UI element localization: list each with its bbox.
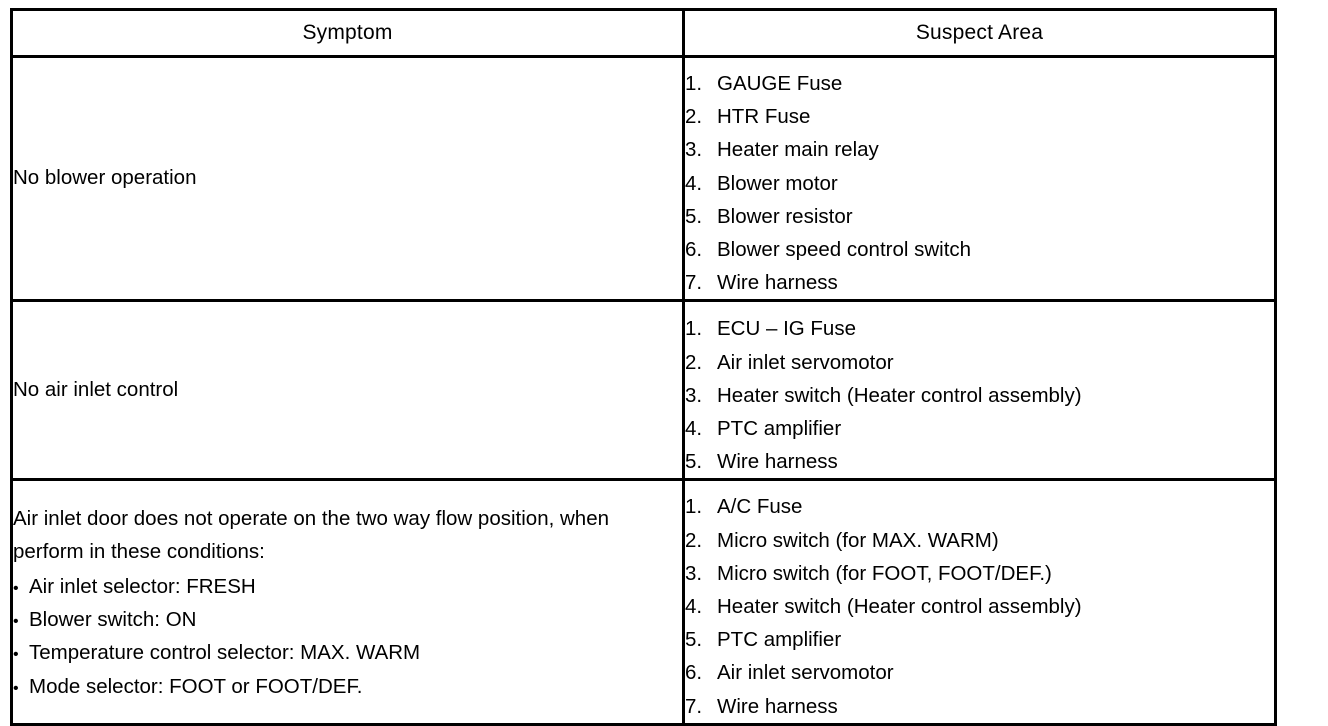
list-item-label: Wire harness: [717, 271, 838, 295]
list-item-number: 5.: [685, 450, 703, 474]
list-item-label: Air inlet servomotor: [717, 350, 894, 374]
list-item-label: Heater main relay: [717, 138, 879, 162]
list-item: 4. Heater switch (Heater control assembl…: [685, 590, 1274, 623]
list-item: 3. Heater main relay: [685, 133, 1274, 166]
list-item: • Temperature control selector: MAX. WAR…: [13, 636, 682, 669]
list-item: • Mode selector: FOOT or FOOT/DEF.: [13, 670, 682, 703]
list-item: 3. Micro switch (for FOOT, FOOT/DEF.): [685, 557, 1274, 590]
suspect-area-cell: 1. ECU – IG Fuse 2. Air inlet servomotor…: [682, 299, 1277, 482]
symptom-cell: No blower operation: [10, 54, 685, 303]
list-item-label: Blower motor: [717, 171, 838, 195]
list-item: 1. GAUGE Fuse: [685, 67, 1274, 100]
list-item-label: PTC amplifier: [717, 417, 842, 441]
list-item-label: GAUGE Fuse: [717, 72, 843, 95]
list-item-label: Blower resistor: [717, 204, 853, 228]
list-item: 2. HTR Fuse: [685, 100, 1274, 133]
list-item-label: Air inlet servomotor: [717, 661, 894, 685]
condition-label: Air inlet selector: FRESH: [29, 574, 256, 598]
list-item-label: Wire harness: [717, 450, 838, 474]
list-item-label: Heater switch (Heater control assembly): [717, 383, 1082, 407]
list-item: • Air inlet selector: FRESH: [13, 570, 682, 603]
table-body: No blower operation 1. GAUGE Fuse 2. HTR…: [10, 54, 1277, 726]
list-item: 5. Wire harness: [685, 445, 1274, 478]
list-item-label: Wire harness: [717, 694, 838, 718]
list-item: 6. Air inlet servomotor: [685, 656, 1274, 689]
list-item: 4. Blower motor: [685, 167, 1274, 200]
list-item: 1. A/C Fuse: [685, 490, 1274, 523]
suspect-area-cell: 1. A/C Fuse 2. Micro switch (for MAX. WA…: [682, 478, 1277, 726]
list-item-number: 1.: [685, 495, 703, 519]
table-row: No air inlet control 1. ECU – IG Fuse 2.…: [10, 299, 1277, 482]
list-item-number: 6.: [685, 238, 703, 262]
list-item-label: Heater switch (Heater control assembly): [717, 595, 1082, 619]
symptom-description: Air inlet door does not operate on the t…: [13, 506, 609, 563]
list-item: 2. Air inlet servomotor: [685, 346, 1274, 379]
list-item-number: 4.: [685, 417, 703, 441]
list-item-number: 5.: [685, 204, 703, 228]
list-item-label: ECU – IG Fuse: [717, 317, 856, 341]
list-item: 3. Heater switch (Heater control assembl…: [685, 379, 1274, 412]
list-item-number: 7.: [685, 694, 703, 718]
list-item-number: 5.: [685, 628, 703, 652]
bullet-icon: •: [13, 646, 19, 664]
list-item-number: 3.: [685, 383, 703, 407]
list-item-label: HTR Fuse: [717, 105, 811, 129]
list-item-number: 2.: [685, 528, 703, 552]
bullet-icon: •: [13, 679, 19, 697]
suspect-area-list: 1. ECU – IG Fuse 2. Air inlet servomotor…: [685, 312, 1274, 478]
table-row: Air inlet door does not operate on the t…: [10, 478, 1277, 726]
symptom-cell: Air inlet door does not operate on the t…: [10, 478, 685, 726]
suspect-area-list: 1. A/C Fuse 2. Micro switch (for MAX. WA…: [685, 490, 1274, 722]
list-item-number: 4.: [685, 171, 703, 195]
list-item: 5. PTC amplifier: [685, 623, 1274, 656]
list-item: 4. PTC amplifier: [685, 412, 1274, 445]
symptom-text: No air inlet control: [13, 378, 179, 402]
table-row: No blower operation 1. GAUGE Fuse 2. HTR…: [10, 54, 1277, 303]
list-item: 7. Wire harness: [685, 266, 1274, 299]
list-item-label: PTC amplifier: [717, 628, 842, 652]
column-header-symptom: Symptom: [10, 8, 685, 58]
column-header-suspect-area: Suspect Area: [682, 8, 1277, 58]
condition-list: • Air inlet selector: FRESH • Blower swi…: [13, 570, 682, 703]
list-item: 6. Blower speed control switch: [685, 233, 1274, 266]
condition-label: Blower switch: ON: [29, 608, 197, 632]
list-item-number: 6.: [685, 661, 703, 685]
list-item-number: 4.: [685, 595, 703, 619]
list-item-label: Blower speed control switch: [717, 238, 972, 262]
symptom-cell: No air inlet control: [10, 299, 685, 482]
table-header: Symptom Suspect Area: [10, 8, 1277, 58]
suspect-area-cell: 1. GAUGE Fuse 2. HTR Fuse 3. Heater main…: [682, 54, 1277, 303]
list-item-number: 3.: [685, 561, 703, 585]
suspect-area-list: 1. GAUGE Fuse 2. HTR Fuse 3. Heater main…: [685, 67, 1274, 299]
header-row: Symptom Suspect Area: [10, 8, 1277, 58]
list-item-number: 3.: [685, 138, 703, 162]
list-item-label: Micro switch (for MAX. WARM): [717, 528, 999, 552]
symptom-text: No blower operation: [13, 166, 197, 190]
list-item-number: 2.: [685, 105, 703, 129]
bullet-icon: •: [13, 613, 19, 631]
list-item-number: 2.: [685, 350, 703, 374]
condition-label: Temperature control selector: MAX. WARM: [29, 641, 421, 665]
list-item-number: 1.: [685, 72, 703, 95]
bullet-icon: •: [13, 579, 19, 597]
list-item: 2. Micro switch (for MAX. WARM): [685, 524, 1274, 557]
list-item: 7. Wire harness: [685, 690, 1274, 723]
list-item: • Blower switch: ON: [13, 603, 682, 636]
list-item: 1. ECU – IG Fuse: [685, 312, 1274, 345]
list-item-label: Micro switch (for FOOT, FOOT/DEF.): [717, 561, 1052, 585]
list-item: 5. Blower resistor: [685, 200, 1274, 233]
list-item-label: A/C Fuse: [717, 495, 803, 519]
condition-label: Mode selector: FOOT or FOOT/DEF.: [29, 674, 363, 698]
troubleshooting-table: Symptom Suspect Area No blower operation…: [10, 8, 1277, 726]
list-item-number: 1.: [685, 317, 703, 341]
list-item-number: 7.: [685, 271, 703, 295]
